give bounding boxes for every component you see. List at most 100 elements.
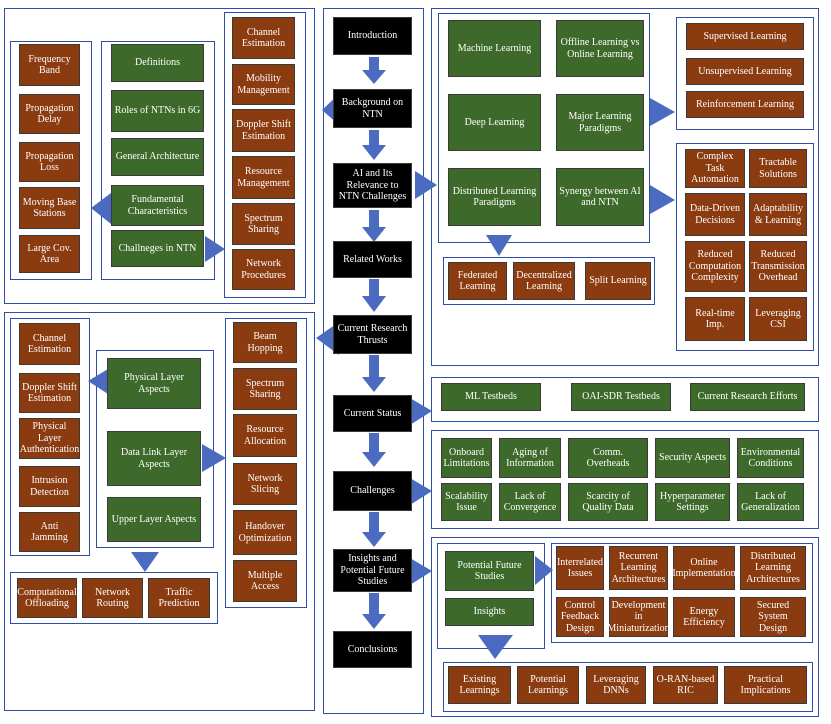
distributed-frame [443,257,655,305]
node-background[interactable]: Background on NTN [333,89,412,128]
node-physical-authentication[interactable]: Physical Layer Authentication [19,418,80,459]
node-environmental[interactable]: Environmental Conditions [737,438,804,478]
node-existing-learnings[interactable]: Existing Learnings [448,666,511,704]
node-comm-overheads[interactable]: Comm. Overheads [568,438,648,478]
node-miniaturization[interactable]: Development in Miniaturization [607,597,670,637]
node-spectrum-sharing[interactable]: Spectrum Sharing [232,203,295,245]
node-network-procedures[interactable]: Network Procedures [232,249,295,290]
node-supervised[interactable]: Supervised Learning [686,23,804,50]
node-scarcity-data[interactable]: Scarcity of Quality Data [568,483,648,521]
future-frame [551,543,813,643]
node-ai-relevance[interactable]: AI and Its Relevance to NTN Challenges [333,163,412,208]
node-tractable[interactable]: Tractable Solutions [749,149,807,188]
characteristics-frame [10,41,92,280]
node-challenges[interactable]: Challenges [333,471,412,511]
node-security-aspects[interactable]: Security Aspects [655,438,730,478]
node-interrelated-issues[interactable]: Interrelated Issues [556,546,604,590]
node-aging-information[interactable]: Aging of Information [499,438,561,478]
node-unsupervised[interactable]: Unsupervised Learning [686,58,804,85]
node-propagation-delay[interactable]: Propagation Delay [19,94,80,134]
spine-frame [323,8,424,714]
node-thrust-channel-estimation[interactable]: Channel Estimation [19,323,80,365]
node-lack-generalization[interactable]: Lack of Generalization [737,483,804,521]
node-thrust-spectrum-sharing[interactable]: Spectrum Sharing [233,368,297,410]
node-traffic-prediction[interactable]: Traffic Prediction [148,578,210,618]
node-split[interactable]: Split Learning [585,262,651,300]
node-moving-base-stations[interactable]: Moving Base Stations [19,187,80,229]
paradigms-frame [676,17,814,130]
node-current-status[interactable]: Current Status [333,395,412,432]
node-deep-learning[interactable]: Deep Learning [448,94,541,151]
node-handover[interactable]: Handover Optimization [233,510,297,555]
insights-frame [431,537,819,717]
node-current-research-efforts[interactable]: Current Research Efforts [690,383,805,411]
node-physical-layer[interactable]: Physical Layer Aspects [107,358,201,409]
node-oran-ric[interactable]: O-RAN-based RIC [653,666,718,704]
node-online-implementation[interactable]: Online Implementation [672,546,736,590]
node-beam-hopping[interactable]: Beam Hopping [233,322,297,363]
node-large-coverage[interactable]: Large Cov. Area [19,235,80,273]
node-multiple-access[interactable]: Multiple Access [233,560,297,602]
node-definitions[interactable]: Definitions [111,44,204,82]
node-real-time[interactable]: Real-time Imp. [685,297,745,341]
node-offline-online[interactable]: Offline Learning vs Online Learning [556,20,644,77]
node-frequency-band[interactable]: Frequency Band [19,44,80,86]
node-challenges-ntn[interactable]: Challneges in NTN [111,230,204,267]
node-reduced-computation[interactable]: Reduced Computation Complexity [685,241,745,292]
node-leveraging-dnns[interactable]: Leveraging DNNs [586,666,646,704]
node-practical-implications[interactable]: Practical Implications [724,666,807,704]
node-channel-estimation[interactable]: Channel Estimation [232,17,295,59]
node-federated[interactable]: Federated Learning [448,262,507,300]
node-secured-system[interactable]: Secured System Design [740,597,806,637]
node-data-driven[interactable]: Data-Driven Decisions [685,193,745,236]
node-synergy-ai-ntn[interactable]: Synergy between AI and NTN [556,168,644,226]
node-oai-sdr[interactable]: OAI-SDR Testbeds [571,383,671,411]
node-major-paradigms[interactable]: Major Learning Paradigms [556,94,644,151]
node-network-routing[interactable]: Network Routing [82,578,143,618]
node-network-slicing[interactable]: Network Slicing [233,463,297,505]
node-resource-management[interactable]: Resource Management [232,156,295,199]
node-potential-future-studies[interactable]: Potential Future Studies [445,551,534,591]
node-ml-testbeds[interactable]: ML Testbeds [441,383,541,411]
node-propagation-loss[interactable]: Propagation Loss [19,142,80,182]
node-insights[interactable]: Insights [445,598,534,626]
node-fundamental-characteristics[interactable]: Fundamental Characteristics [111,185,204,226]
node-resource-allocation[interactable]: Resource Allocation [233,414,297,457]
node-potential-learnings[interactable]: Potential Learnings [517,666,579,704]
node-adaptability[interactable]: Adaptability & Learning [749,193,807,236]
node-general-architecture[interactable]: General Architecture [111,138,204,176]
ai-core-frame [438,13,650,243]
node-lack-convergence[interactable]: Lack of Convergence [499,483,561,521]
node-doppler-shift[interactable]: Doppler Shift Estimation [232,109,295,152]
node-leveraging-csi[interactable]: Leveraging CSI [749,297,807,341]
node-current-research-thrusts[interactable]: Current Research Thrusts [333,315,412,354]
node-complex-task[interactable]: Complex Task Automation [685,149,745,188]
insights-list-frame [443,662,813,712]
node-hyperparameter[interactable]: Hyperparameter Settings [655,483,730,521]
node-mobility-management[interactable]: Mobility Management [232,64,295,105]
background-frame [4,8,315,304]
node-decentralized[interactable]: Decentralized Learning [513,262,575,300]
upper-frame [10,572,218,624]
node-scalability[interactable]: Scalability Issue [441,483,492,521]
node-related-works[interactable]: Related Works [333,241,412,278]
node-distributed-architectures[interactable]: Distributed Learning Architectures [740,546,806,590]
node-anti-jamming[interactable]: Anti Jamming [19,512,80,552]
node-introduction[interactable]: Introduction [333,17,412,55]
node-data-link-layer[interactable]: Data Link Layer Aspects [107,431,201,486]
node-insights-future[interactable]: Insights and Potential Future Studies [333,549,412,592]
node-roles-6g[interactable]: Roles of NTNs in 6G [111,90,204,132]
node-intrusion-detection[interactable]: Intrusion Detection [19,466,80,507]
node-reinforcement[interactable]: Reinforcement Learning [686,91,804,118]
node-control-feedback[interactable]: Control Feedback Design [556,597,604,637]
node-computational-offloading[interactable]: Computational Offloading [17,578,77,618]
node-reduced-transmission[interactable]: Reduced Transmission Overhead [749,241,807,292]
node-distributed-paradigms[interactable]: Distributed Learning Paradigms [448,168,541,226]
node-onboard-limitations[interactable]: Onboard Limitations [441,438,492,478]
node-recurrent-learning[interactable]: Recurrent Learning Architectures [609,546,668,590]
node-energy-efficiency[interactable]: Energy Efficiency [673,597,735,637]
node-conclusions[interactable]: Conclusions [333,631,412,668]
node-thrust-doppler[interactable]: Doppler Shift Estimation [19,373,80,413]
node-machine-learning[interactable]: Machine Learning [448,20,541,77]
node-upper-layer[interactable]: Upper Layer Aspects [107,497,201,542]
